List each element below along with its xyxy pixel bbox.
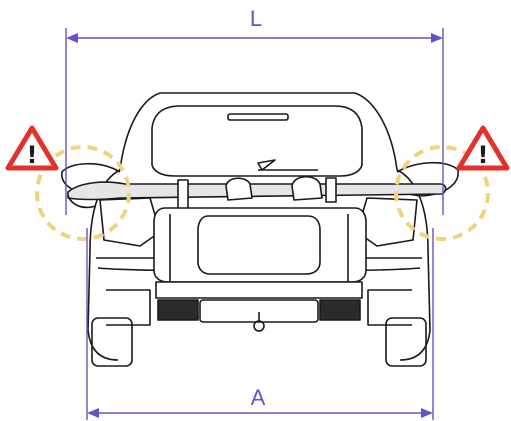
right-warning-zone <box>394 145 490 241</box>
warning-zones <box>35 145 490 241</box>
dimension-L-right-arrow <box>431 33 443 43</box>
left-warning-zone <box>35 145 131 241</box>
dimension-L <box>65 28 444 215</box>
carrier-right-light <box>319 299 361 321</box>
right-warning-triangle-icon: ! <box>456 125 510 171</box>
roof-brake-light <box>227 113 289 121</box>
dimension-L-left-arrow <box>66 33 78 43</box>
right-tail-light <box>356 197 418 247</box>
clamp-mid <box>225 177 253 201</box>
car-roof-outline <box>119 92 398 171</box>
lower-valance <box>106 289 412 326</box>
dimension-A-right-arrow <box>421 408 433 418</box>
carrier-platform <box>155 281 363 299</box>
rear-ski-carrier <box>67 175 447 321</box>
clamp-end <box>325 177 337 203</box>
left-warning-symbol: ! <box>27 141 38 169</box>
clamp-left <box>177 179 189 211</box>
carrier-left-light <box>157 299 199 321</box>
rear-wiper <box>257 159 318 171</box>
left-wheel <box>91 317 133 367</box>
ski-rail <box>67 181 447 201</box>
carrier-window <box>197 215 321 275</box>
right-warning-symbol: ! <box>478 141 489 169</box>
left-tail-light <box>99 197 161 247</box>
car-right-side <box>396 169 431 361</box>
right-wheel <box>385 317 427 367</box>
dimension-A <box>86 228 434 420</box>
dimension-A-left-arrow <box>87 408 99 418</box>
clamp-right <box>291 175 323 201</box>
rear-window <box>151 105 363 177</box>
left-warning-triangle-icon: ! <box>5 125 59 171</box>
dimension-L-label: L <box>250 6 262 31</box>
ski-tip <box>67 195 97 209</box>
license-plate-area <box>199 299 319 323</box>
dimension-A-label: A <box>251 385 266 410</box>
